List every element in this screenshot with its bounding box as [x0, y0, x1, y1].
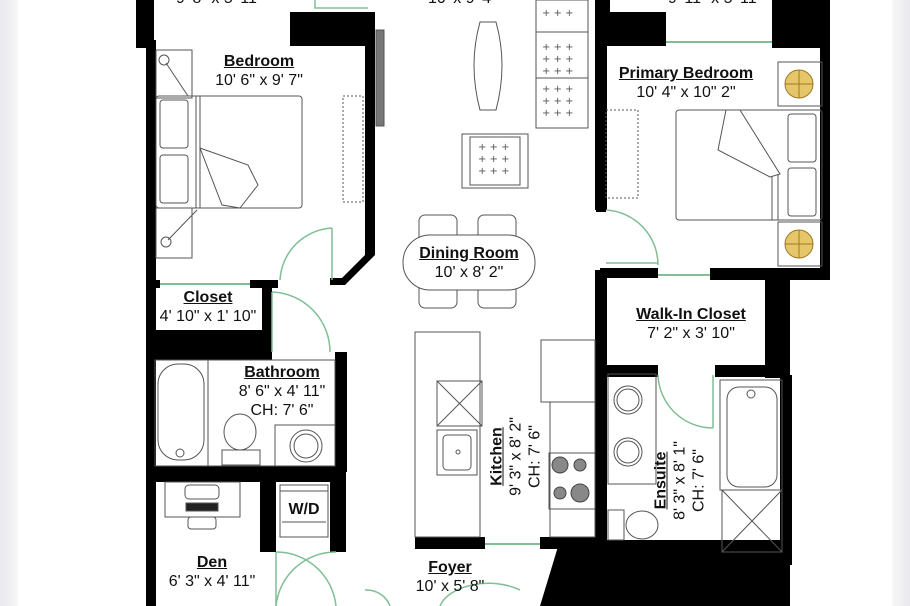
- room-dims: 7' 2" x 3' 10": [647, 325, 735, 342]
- room-dims: 10' x 5' 8": [415, 578, 485, 595]
- svg-text:+ + +: + + +: [478, 154, 510, 165]
- ensuite-fixtures: [607, 373, 783, 553]
- room-title: Walk-In Closet: [636, 306, 746, 323]
- svg-text:+ + +: + + +: [542, 84, 574, 95]
- svg-text:+ + +: + + +: [478, 166, 510, 177]
- svg-text:+ + +: + + +: [542, 66, 574, 77]
- room-label-ensuite: Ensuite 8' 3" x 8' 1" CH: 7' 6": [652, 421, 709, 541]
- room-label-primary-bedroom: Primary Bedroom 10' 4" x 10" 2": [606, 64, 766, 102]
- room-ceiling-height: CH: 7' 6": [526, 425, 544, 488]
- room-title: Kitchen: [488, 427, 506, 486]
- svg-text:+ + +: + + +: [542, 54, 574, 65]
- svg-text:+ + +: + + +: [542, 96, 574, 107]
- room-label-bedroom: Bedroom 10' 6" x 9' 7": [204, 52, 314, 90]
- ceiling-lights: [784, 69, 814, 259]
- room-dims: 10' x 8' 2": [434, 264, 504, 281]
- room-label-laundry: W/D: [280, 500, 328, 519]
- room-label-closet: Closet 4' 10" x 1' 10": [152, 288, 264, 326]
- room-label-walk-in-closet: Walk-In Closet 7' 2" x 3' 10": [618, 305, 764, 343]
- cushion-tufts: + + + + + ++ + ++ + + + + ++ + ++ + + + …: [478, 8, 574, 177]
- room-title: Closet: [183, 289, 233, 306]
- room-label-dining-room: Dining Room 10' x 8' 2": [408, 244, 530, 282]
- page-edge-right: [892, 0, 910, 606]
- room-title: Dining Room: [419, 245, 519, 262]
- bathroom-fixtures: [154, 359, 336, 467]
- bedroom-furniture: [155, 29, 385, 259]
- washer-dryer: [279, 484, 329, 538]
- room-title: Den: [196, 554, 228, 571]
- room-title: Foyer: [428, 559, 472, 576]
- den-desk: [164, 481, 241, 530]
- kitchen-fixtures: [414, 331, 596, 538]
- room-label-den: Den 6' 3" x 4' 11": [156, 553, 268, 591]
- room-ceiling-height: CH: 7' 6": [690, 449, 708, 512]
- top-right-room-dims: 9' 11" x 5' 11": [668, 0, 762, 8]
- room-label-kitchen: Kitchen 9' 3" x 8' 2" CH: 7' 6": [488, 393, 545, 521]
- living-furniture: [461, 0, 589, 189]
- walls: [136, 0, 830, 606]
- room-dims: 9' 3" x 8' 2": [507, 417, 525, 496]
- room-label-bathroom: Bathroom 8' 6" x 4' 11" CH: 7' 6": [226, 363, 338, 420]
- dining-table: [402, 214, 536, 309]
- page-edge-left: [0, 0, 18, 606]
- top-left-room-dims: 9' 8" x 5' 11": [176, 0, 263, 8]
- svg-text:+ + +: + + +: [542, 108, 574, 119]
- stove-burners: [551, 456, 590, 503]
- room-dims: 10' 4" x 10" 2": [636, 84, 736, 101]
- room-dims: 8' 3" x 8' 1": [671, 441, 689, 520]
- room-dims: 6' 3" x 4' 11": [168, 573, 256, 590]
- room-title: Bedroom: [223, 53, 295, 70]
- primary-bedroom-furniture: [605, 61, 823, 267]
- room-title: Bathroom: [244, 364, 320, 381]
- room-title: W/D: [288, 501, 320, 518]
- room-dims: 10' 6" x 9' 7": [215, 72, 303, 89]
- svg-text:+ + +: + + +: [542, 8, 574, 19]
- svg-text:+ + +: + + +: [478, 142, 510, 153]
- living-room-dims: 10' x 9' 4": [428, 0, 497, 8]
- door-swings: [160, 0, 772, 606]
- room-ceiling-height: CH: 7' 6": [250, 402, 314, 419]
- room-dims: 4' 10" x 1' 10": [159, 308, 257, 325]
- svg-text:+ + +: + + +: [542, 42, 574, 53]
- room-label-foyer: Foyer 10' x 5' 8": [404, 558, 496, 596]
- room-dims: 8' 6" x 4' 11": [238, 383, 326, 400]
- room-title: Ensuite: [652, 451, 670, 510]
- room-title: Primary Bedroom: [618, 65, 754, 82]
